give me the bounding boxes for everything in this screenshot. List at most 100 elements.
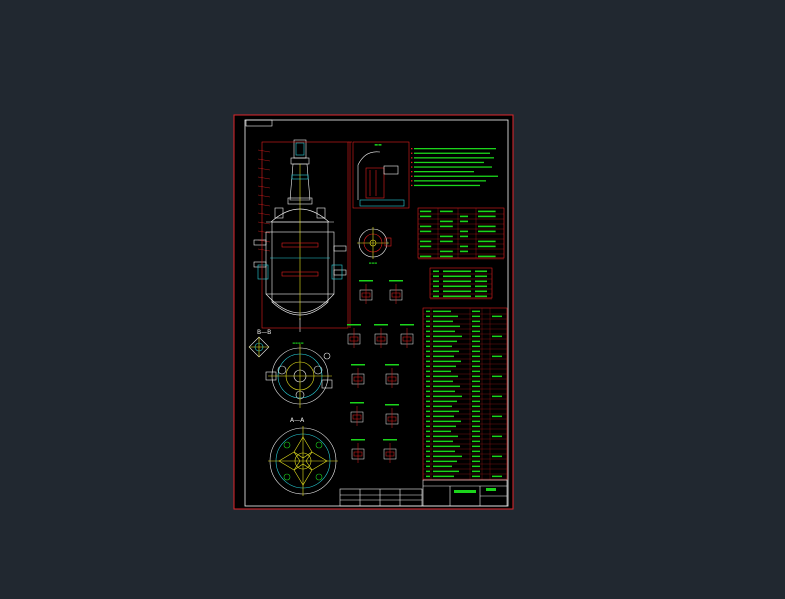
parts-cell-text [492,415,502,418]
parts-cell-text [426,435,430,438]
nozzle-detail-icon [347,280,414,463]
parts-cell-text [433,360,461,363]
parts-cell-text [492,435,502,438]
parts-cell-text [426,460,430,463]
parts-cell-text [433,405,452,408]
nozzle-flange [387,416,397,422]
nozzle-flange [361,292,371,298]
leader-line [257,203,271,207]
nozzle-caption [347,324,361,326]
parts-cell-text [426,330,430,333]
parts-cell-text [472,390,480,393]
parts-cell-text [433,375,458,378]
parts-cell-text [472,375,480,378]
flange-section-icon: ▬▬ [352,141,410,209]
table-cell-text [440,250,453,253]
parts-cell-text [433,340,457,343]
note-bullet [411,157,413,159]
table-cell-text [420,255,432,258]
parts-cell-text [433,325,460,328]
nozzle-caption [351,439,365,441]
parts-cell-text [433,450,455,453]
table-cell-text [440,220,453,223]
leader-line [257,194,271,198]
parts-cell-text [426,350,430,353]
table-cell-text [433,295,439,298]
table-cell-text [478,240,496,243]
parts-cell-text [472,465,480,468]
table-cell-text [460,250,468,253]
parts-cell-text [433,460,457,463]
parts-list [422,307,508,481]
table-cell-text [478,245,496,248]
parts-cell-text [472,385,480,388]
table-cell-text [478,255,496,258]
table-cell-text [440,210,453,213]
leader-line [257,230,271,234]
parts-cell-text [472,445,480,448]
table-cell-text [433,270,439,273]
parts-cell-text [433,370,451,373]
parts-cell-text [426,420,430,423]
parts-cell-text [433,445,460,448]
table-cell-text [420,225,432,228]
drawing-sheet [233,114,514,510]
leader-line [257,158,271,162]
note-bullet [411,171,413,173]
parts-cell-text [492,395,502,398]
parts-cell-text [472,440,480,443]
parts-cell-text [426,425,430,428]
note-line [414,175,498,177]
parts-cell-text [426,465,430,468]
table-cell-text [478,230,496,233]
parts-cell-text [426,325,430,328]
table-cell-text [433,275,439,278]
title-block [339,479,508,507]
parts-cell-text [426,395,430,398]
parts-cell-text [492,355,502,358]
section-aa: A—A [268,417,338,496]
parts-cell-text [433,440,453,443]
parts-cell-text [433,415,454,418]
parts-cell-text [433,390,455,393]
svg-text:▬▬: ▬▬ [374,142,382,147]
parts-cell-text [472,400,480,403]
nozzle-flange [353,376,363,382]
parts-cell-text [492,335,502,338]
parts-cell-text [472,470,480,473]
parts-cell-text [472,430,480,433]
table-cell-text [478,210,496,213]
parts-cell-text [426,360,430,363]
table-cell-text [475,280,487,283]
nozzle-caption [350,402,364,404]
parts-cell-text [433,355,454,358]
parts-cell-text [472,435,480,438]
parts-cell-text [426,400,430,403]
table-cell-text [433,280,439,283]
note-bullet [411,175,413,177]
leader-line [257,248,271,252]
nozzle-caption [351,364,365,366]
parts-cell-text [433,455,462,458]
parts-cell-text [472,370,480,373]
table-cell-text [420,240,432,243]
table-cell-text [460,235,468,238]
leader-line [257,149,271,153]
parts-cell-text [472,415,480,418]
parts-cell-text [433,400,457,403]
table-cell-text [460,220,468,223]
table-cell-text [443,295,471,298]
nozzle-caption [383,439,397,441]
parts-cell-text [472,325,480,328]
parts-cell-text [433,335,462,338]
parts-cell-text [426,410,430,413]
nozzle-flange [385,451,395,457]
parts-cell-text [433,310,451,313]
note-bullet [411,180,413,182]
parts-cell-text [426,455,430,458]
note-bullet [411,166,413,168]
table-cell-text [443,280,471,283]
table-cell-text [420,245,432,248]
note-line [414,184,480,187]
